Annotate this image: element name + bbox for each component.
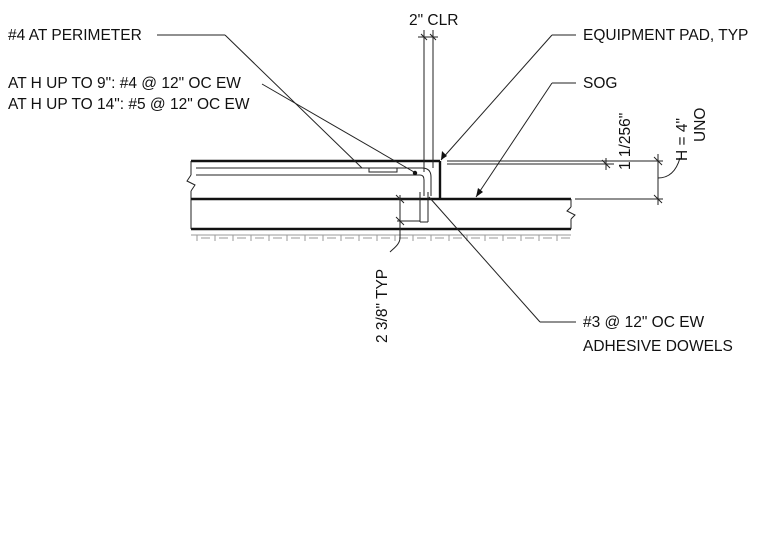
perimeter-rebar	[196, 167, 432, 196]
perimeter-bar-callout: #4 AT PERIMETER	[8, 27, 363, 169]
pad-offset-label: 1 1/256"	[617, 113, 634, 170]
clear-cover-label: 2" CLR	[409, 12, 458, 29]
dowel-spacing-label: #3 @ 12" OC EW	[583, 314, 705, 331]
subgrade-hatch	[191, 234, 571, 241]
h9-note-label: AT H UP TO 9": #4 @ 12" OC EW	[8, 75, 241, 92]
embed-depth-label: 2 3/8" TYP	[374, 269, 391, 343]
equipment-pad-label: EQUIPMENT PAD, TYP	[583, 27, 748, 44]
clear-cover-dimension: 2" CLR	[409, 12, 458, 172]
slab-on-grade	[190, 197, 576, 231]
equipment-pad-callout: EQUIPMENT PAD, TYP	[440, 27, 748, 161]
perimeter-bar-label: #4 AT PERIMETER	[8, 27, 142, 44]
embed-depth-dimension: 2 3/8" TYP	[374, 194, 420, 343]
sog-callout: SOG	[475, 75, 617, 198]
dowel-callout: #3 @ 12" OC EW ADHESIVE DOWELS	[428, 196, 733, 355]
pad-height-label: H = 4"	[674, 118, 691, 161]
pad-height-dimension: H = 4" UNO	[447, 108, 709, 205]
dowel-type-label: ADHESIVE DOWELS	[583, 338, 733, 355]
bar-size-callout: AT H UP TO 9": #4 @ 12" OC EW AT H UP TO…	[8, 75, 415, 173]
equipment-pad	[186, 159, 442, 199]
h14-note-label: AT H UP TO 14": #5 @ 12" OC EW	[8, 96, 250, 113]
sog-label: SOG	[583, 75, 617, 92]
pad-offset-dimension: 1 1/256"	[447, 113, 634, 170]
adhesive-dowel	[419, 192, 429, 223]
pad-height-note: UNO	[692, 108, 709, 142]
